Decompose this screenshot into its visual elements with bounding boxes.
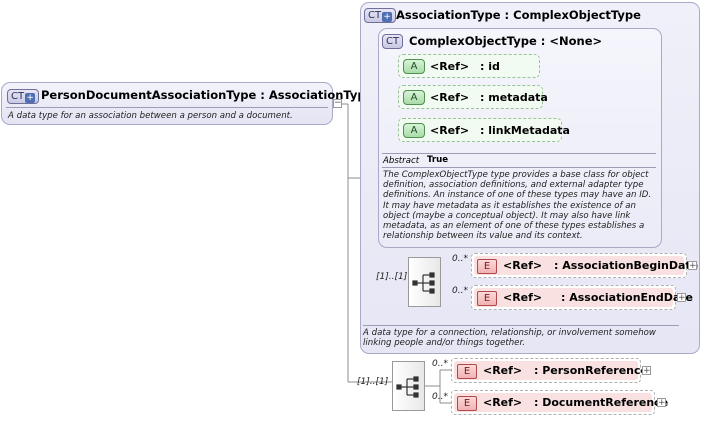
expand-plus-icon: + bbox=[25, 93, 36, 103]
attribute-ref: <Ref> bbox=[430, 60, 470, 73]
element-ref: <Ref> bbox=[483, 364, 523, 377]
element-badge: E bbox=[477, 259, 497, 274]
attribute-link-metadata[interactable]: A <Ref> : linkMetadata bbox=[398, 118, 570, 142]
association-type-description: A data type for a connection, relationsh… bbox=[363, 328, 656, 349]
sequence-compositor[interactable] bbox=[392, 361, 425, 411]
sequence-cardinality: [1]..[1] bbox=[357, 377, 389, 387]
element-cardinality: 0..* bbox=[432, 392, 448, 402]
element-name: : DocumentReference bbox=[534, 396, 669, 409]
element-document-reference[interactable]: E <Ref> : DocumentReference bbox=[451, 390, 668, 415]
element-name: : AssociationEndDate bbox=[561, 291, 694, 304]
sequence-cardinality: [1]..[1] bbox=[376, 272, 408, 282]
element-ref: <Ref> bbox=[503, 259, 543, 272]
divider bbox=[382, 167, 656, 168]
collapse-toggle[interactable]: − bbox=[333, 98, 342, 108]
expand-toggle[interactable]: + bbox=[688, 261, 697, 271]
expand-toggle[interactable]: + bbox=[677, 293, 686, 303]
element-ref: <Ref> bbox=[483, 396, 523, 409]
complex-object-type-title: ComplexObjectType : <None> bbox=[409, 34, 603, 48]
complex-object-type-description: The ComplexObjectType type provides a ba… bbox=[383, 170, 652, 242]
element-cardinality: 0..* bbox=[452, 286, 468, 296]
element-fill bbox=[474, 256, 684, 275]
abstract-label: Abstract bbox=[383, 156, 420, 166]
attribute-ref: <Ref> bbox=[430, 124, 470, 137]
attribute-name: : metadata bbox=[480, 91, 548, 104]
attribute-metadata[interactable]: A <Ref> : metadata bbox=[398, 85, 548, 109]
sequence-icon bbox=[396, 376, 419, 398]
sequence-compositor[interactable] bbox=[408, 257, 441, 307]
attribute-badge: A bbox=[403, 59, 425, 74]
element-association-end-date[interactable]: E <Ref> : AssociationEndDate bbox=[471, 285, 693, 310]
expand-toggle[interactable]: + bbox=[657, 398, 666, 408]
attribute-id[interactable]: A <Ref> : id bbox=[398, 54, 540, 78]
element-badge: E bbox=[457, 396, 477, 411]
divider bbox=[382, 153, 656, 154]
element-fill bbox=[454, 361, 638, 380]
element-association-begin-date[interactable]: E <Ref> : AssociationBeginDate bbox=[471, 253, 698, 278]
abstract-value: True bbox=[427, 155, 449, 165]
element-fill bbox=[454, 393, 652, 412]
attribute-badge: A bbox=[403, 90, 425, 105]
root-title: PersonDocumentAssociationType : Associat… bbox=[41, 88, 374, 102]
element-badge: E bbox=[457, 364, 477, 379]
root-complex-type[interactable]: CT+ PersonDocumentAssociationType : Asso… bbox=[1, 82, 373, 125]
expand-plus-icon: + bbox=[382, 12, 393, 22]
element-person-reference[interactable]: E <Ref> : PersonReference bbox=[451, 358, 648, 383]
attribute-badge: A bbox=[403, 123, 425, 138]
element-badge: E bbox=[477, 291, 497, 306]
attribute-name: : linkMetadata bbox=[480, 124, 570, 137]
element-name: : AssociationBeginDate bbox=[554, 259, 699, 272]
element-cardinality: 0..* bbox=[432, 359, 448, 369]
element-cardinality: 0..* bbox=[452, 254, 468, 264]
complex-type-badge: CT bbox=[382, 34, 404, 49]
divider bbox=[6, 107, 328, 108]
element-name: : PersonReference bbox=[534, 364, 648, 377]
sequence-icon bbox=[412, 272, 435, 294]
complex-type-badge: CT+ bbox=[364, 8, 397, 23]
element-ref: <Ref> bbox=[503, 291, 543, 304]
expand-toggle[interactable]: + bbox=[642, 366, 651, 376]
attribute-name: : id bbox=[480, 60, 500, 73]
badge-text: CT bbox=[11, 91, 25, 102]
badge-text: CT bbox=[386, 36, 400, 47]
attribute-ref: <Ref> bbox=[430, 91, 470, 104]
badge-text: CT bbox=[368, 10, 382, 21]
complex-type-badge: CT+ bbox=[7, 89, 40, 104]
divider bbox=[363, 325, 679, 326]
association-type-title: AssociationType : ComplexObjectType bbox=[396, 8, 641, 22]
element-fill bbox=[474, 288, 673, 307]
root-description: A data type for an association between a… bbox=[8, 111, 293, 121]
